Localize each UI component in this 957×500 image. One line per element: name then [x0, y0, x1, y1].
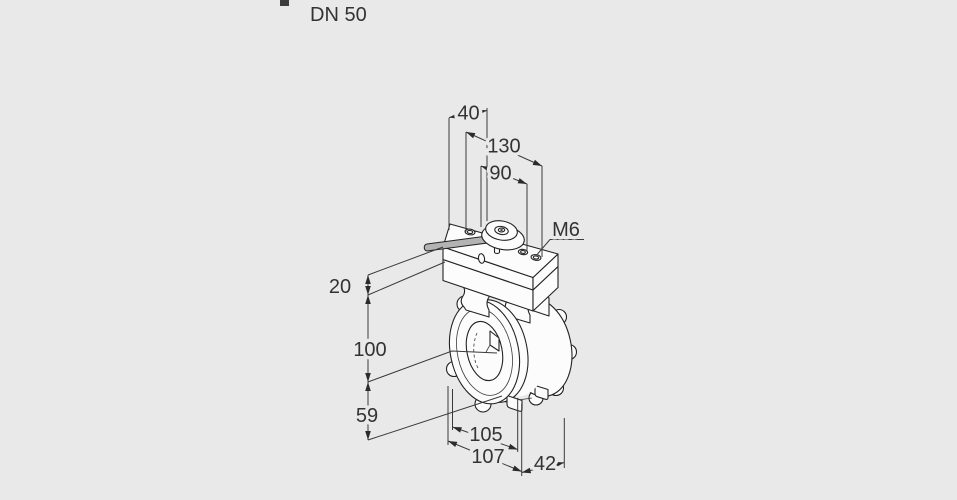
dimension-overall-width: 107	[447, 440, 522, 472]
ext-line-center	[367, 350, 498, 383]
ext-line	[367, 261, 446, 296]
dim-label-59: 59	[356, 405, 378, 427]
dim-label-40: 40	[457, 103, 479, 125]
disc-edge-line	[485, 344, 491, 353]
butterfly-valve-body	[445, 282, 578, 413]
dim-label-100: 100	[353, 339, 386, 361]
ext-line	[367, 395, 503, 441]
ext-line	[367, 246, 444, 276]
front-bottom-tab	[506, 394, 523, 412]
dimension-body-depth: 42	[521, 450, 565, 479]
bolt-hole	[464, 228, 476, 236]
front-face-hole	[477, 253, 486, 264]
dimension-annotations: 40 130 90 M6	[325, 99, 584, 479]
dim-label-42: 42	[534, 453, 556, 475]
cropped-ui-corner	[280, 0, 289, 6]
dim-label-130: 130	[487, 136, 520, 158]
dim-label-90: 90	[489, 163, 511, 185]
dim-label-107: 107	[471, 446, 504, 468]
dimension-hole-span-inner: 90	[480, 159, 528, 188]
dimension-left-stack: 20 100 59	[325, 246, 503, 441]
back-bottom-tab	[534, 384, 549, 400]
dimension-hole-span-outer: 130	[465, 131, 543, 167]
bore-inner-shadow	[473, 332, 479, 369]
actuator	[423, 220, 559, 312]
callout-thread-m6: M6	[537, 216, 584, 255]
dimension-top-width: 40	[448, 99, 488, 128]
lever-handle	[423, 234, 492, 252]
actuator-housing-top-face	[442, 223, 559, 279]
knob	[481, 220, 525, 251]
thread-label: M6	[552, 219, 580, 241]
knob-center-dot	[500, 229, 503, 231]
dim-label-20: 20	[329, 276, 351, 298]
butterfly-disc	[489, 330, 500, 352]
dim-label-105: 105	[469, 424, 502, 446]
dimension-flange-diameter: 105	[452, 421, 518, 450]
bolt-hole	[517, 248, 529, 256]
bolt-hole-m6	[530, 254, 542, 261]
product-size-label: DN 50	[310, 4, 367, 26]
